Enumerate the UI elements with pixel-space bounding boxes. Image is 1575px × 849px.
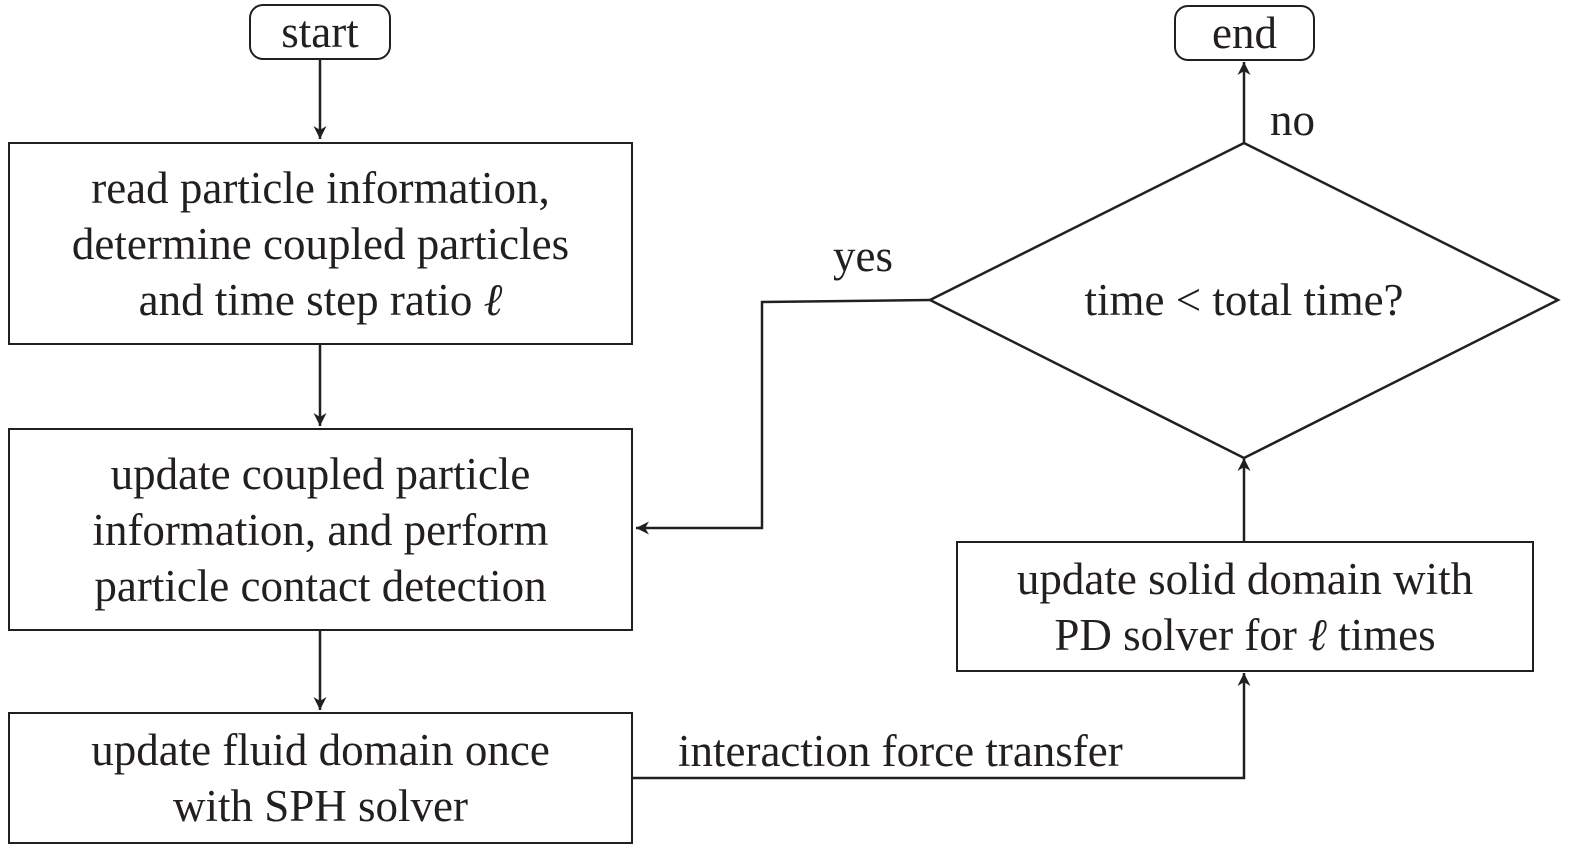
read-box-line-3-text: and time step ratio [138,274,473,325]
solid-box-line-2-prefix: PD solver for [1054,609,1297,660]
read-box-line-3: and time step ratio ℓ [139,272,503,328]
update-fluid-domain-box: update fluid domain once with SPH solver [8,712,633,844]
decision-diamond [927,141,1561,460]
edge-label-no: no [1270,95,1315,145]
edge-label-interaction-force-transfer: interaction force transfer [678,726,1123,776]
solid-box-line-1: update solid domain with [1016,553,1474,604]
fluid-box-line-1: update fluid domain once [91,725,550,775]
time-step-ratio-symbol: ℓ [483,274,503,325]
end-terminal: end [1174,5,1315,61]
arrow-fluid-to-solid [632,673,1251,780]
update-coupled-particle-box: update coupled particle information, and… [8,428,633,631]
fluid-box-line-2: with SPH solver [172,781,469,831]
update-solid-domain-box: update solid domain with PD solver for ℓ… [956,541,1534,672]
read-box-line-2: determine coupled particles [71,218,570,269]
edge-label-yes: yes [833,231,893,281]
solid-step-ratio-symbol: ℓ [1308,609,1327,660]
update-coupled-line-2: information, and perform [92,504,549,555]
solid-box-line-2: PD solver for ℓ times [1054,607,1435,663]
start-terminal: start [249,4,391,60]
read-particle-info-box: read particle information, determine cou… [8,142,633,345]
read-box-line-1: read particle information, [91,162,550,213]
start-label: start [281,7,359,57]
solid-box-line-2-suffix: times [1338,609,1436,660]
update-coupled-line-3: particle contact detection [94,560,547,611]
arrow-decision-to-update-coupled [636,298,931,535]
update-coupled-line-1: update coupled particle [110,448,531,499]
decision-label: time < total time? [1084,275,1404,325]
end-label: end [1212,8,1277,58]
